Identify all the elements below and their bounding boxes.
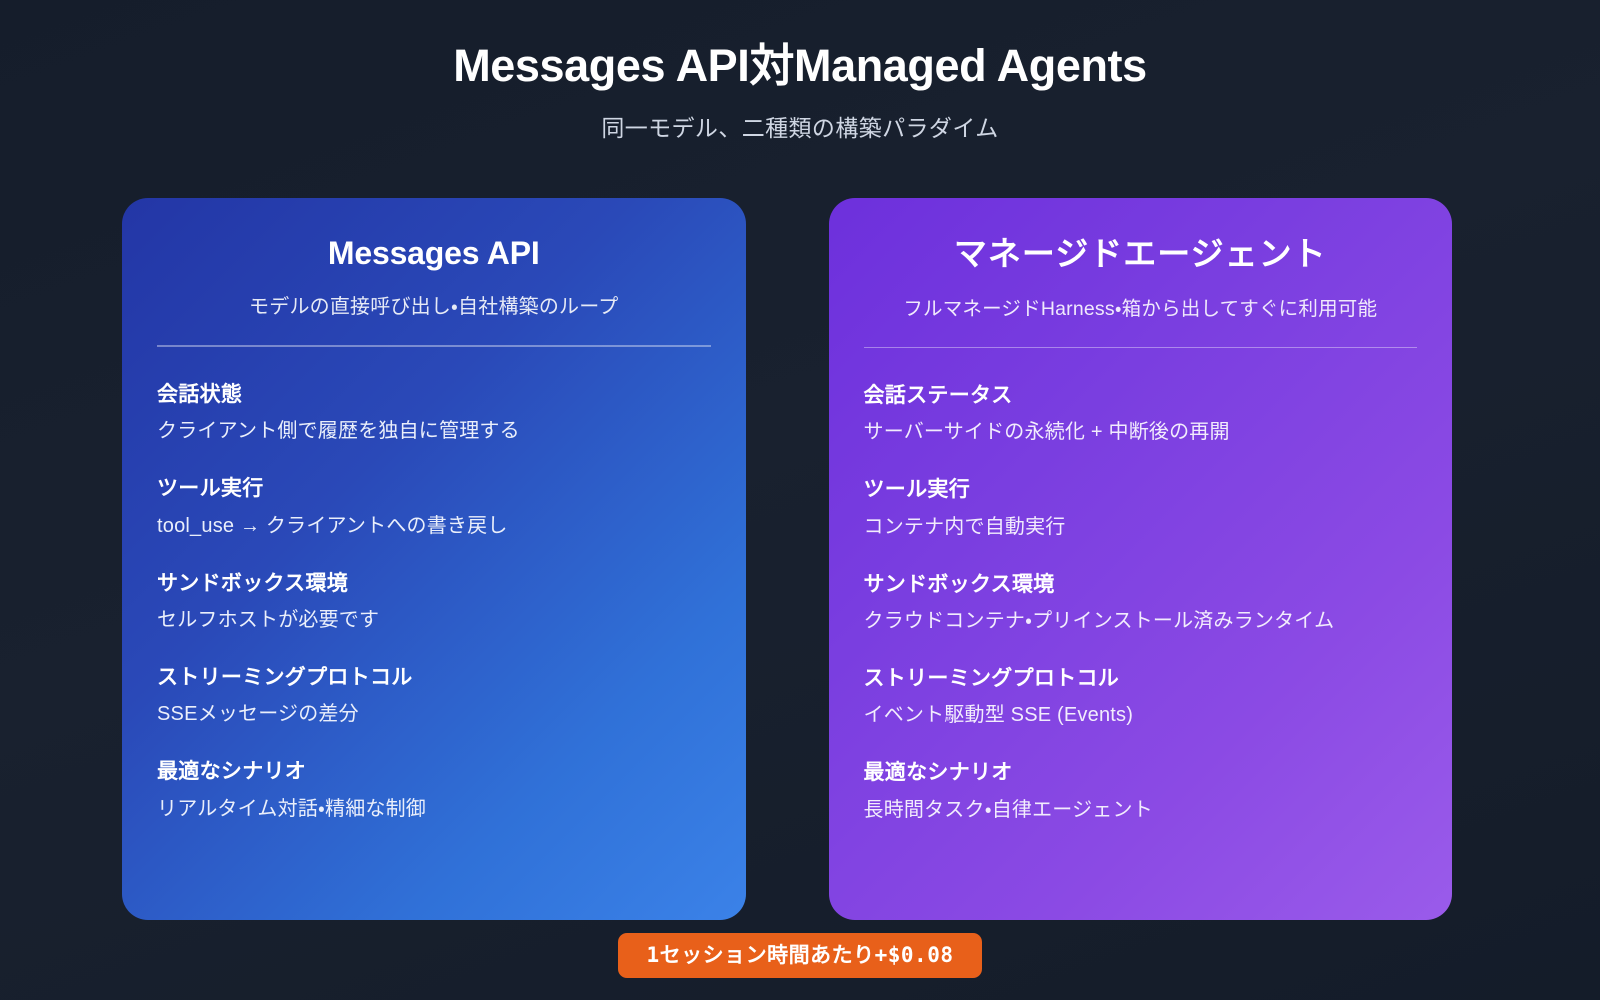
row-value: イベント駆動型 SSE (Events) [863, 704, 1134, 727]
row-value: コンテナ内で自動実行 [863, 515, 1066, 538]
list-item: ツール実行 tool_use → クライアントへの書き戻し [157, 475, 711, 539]
list-item: サンドボックス環境 クラウドコンテナ・プリインストール済みランタイム [864, 571, 1418, 635]
list-item: ストリーミングプロトコル SSEメッセージの差分 [157, 664, 711, 728]
row-value: リアルタイム対話・精細な制御 [157, 797, 426, 820]
comparison-cards: Messages API モデルの直接呼び出し・自社構築のループ 会話状態 クラ… [122, 198, 1452, 920]
list-item: ツール実行 コンテナ内で自動実行 [864, 476, 1418, 540]
list-item: 会話ステータス サーバーサイドの永続化 + 中断後の再開 [864, 382, 1418, 446]
list-item: ストリーミングプロトコル イベント駆動型 SSE (Events) [864, 665, 1418, 729]
row-value: 長時間タスク・自律エージェント [863, 798, 1153, 821]
row-value: SSEメッセージの差分 [157, 703, 359, 726]
row-label: 最適なシナリオ [863, 761, 1013, 785]
list-item: 会話状態 クライアント側で履歴を独自に管理する [157, 381, 711, 445]
row-label: サンドボックス環境 [157, 571, 349, 595]
row-value: クラウドコンテナ・プリインストール済みランタイム [863, 610, 1335, 633]
list-item: サンドボックス環境 セルフホストが必要です [157, 570, 711, 634]
page-footer: 1セッション時間あたり+$0.08 [0, 933, 1600, 979]
card-divider [863, 346, 1417, 349]
row-label: 会話ステータス [863, 384, 1013, 408]
page-title: Messages API対Managed Agents [453, 40, 1147, 91]
row-label: 会話状態 [157, 382, 243, 406]
card-title: Messages API [327, 235, 540, 271]
row-value: tool_use → クライアントへの書き戻し [157, 514, 508, 537]
row-label: ストリーミングプロトコル [863, 667, 1120, 691]
row-label: ツール実行 [157, 477, 264, 501]
row-label: ツール実行 [863, 478, 970, 502]
page-header: Messages API対Managed Agents 同一モデル、二種類の構築… [0, 0, 1600, 143]
row-label: サンドボックス環境 [863, 572, 1055, 596]
card-subtitle: モデルの直接呼び出し・自社構築のループ [249, 296, 619, 319]
list-item: 最適なシナリオ 長時間タスク・自律エージェント [864, 759, 1418, 823]
page-subtitle: 同一モデル、二種類の構築パラダイム [601, 114, 999, 141]
row-value: サーバーサイドの永続化 + 中断後の再開 [863, 421, 1230, 444]
list-item: 最適なシナリオ リアルタイム対話・精細な制御 [157, 758, 711, 822]
card-managed-agents[interactable]: マネージドエージェント フルマネージドHarness・箱から出してすぐに利用可能… [828, 198, 1452, 920]
card-title: マネージドエージェント [953, 235, 1327, 272]
price-badge: 1セッション時間あたり+$0.08 [618, 933, 982, 979]
card-rows: 会話ステータス サーバーサイドの永続化 + 中断後の再開 ツール実行 コンテナ内… [864, 382, 1418, 824]
row-value: クライアント側で履歴を独自に管理する [157, 420, 520, 443]
row-label: ストリーミングプロトコル [157, 665, 413, 689]
row-label: 最適なシナリオ [157, 760, 307, 784]
card-divider [157, 345, 711, 347]
card-messages-api[interactable]: Messages API モデルの直接呼び出し・自社構築のループ 会話状態 クラ… [122, 198, 746, 920]
card-subtitle: フルマネージドHarness・箱から出してすぐに利用可能 [903, 297, 1378, 320]
card-rows: 会話状態 クライアント側で履歴を独自に管理する ツール実行 tool_use →… [157, 381, 711, 823]
row-value: セルフホストが必要です [157, 608, 380, 631]
